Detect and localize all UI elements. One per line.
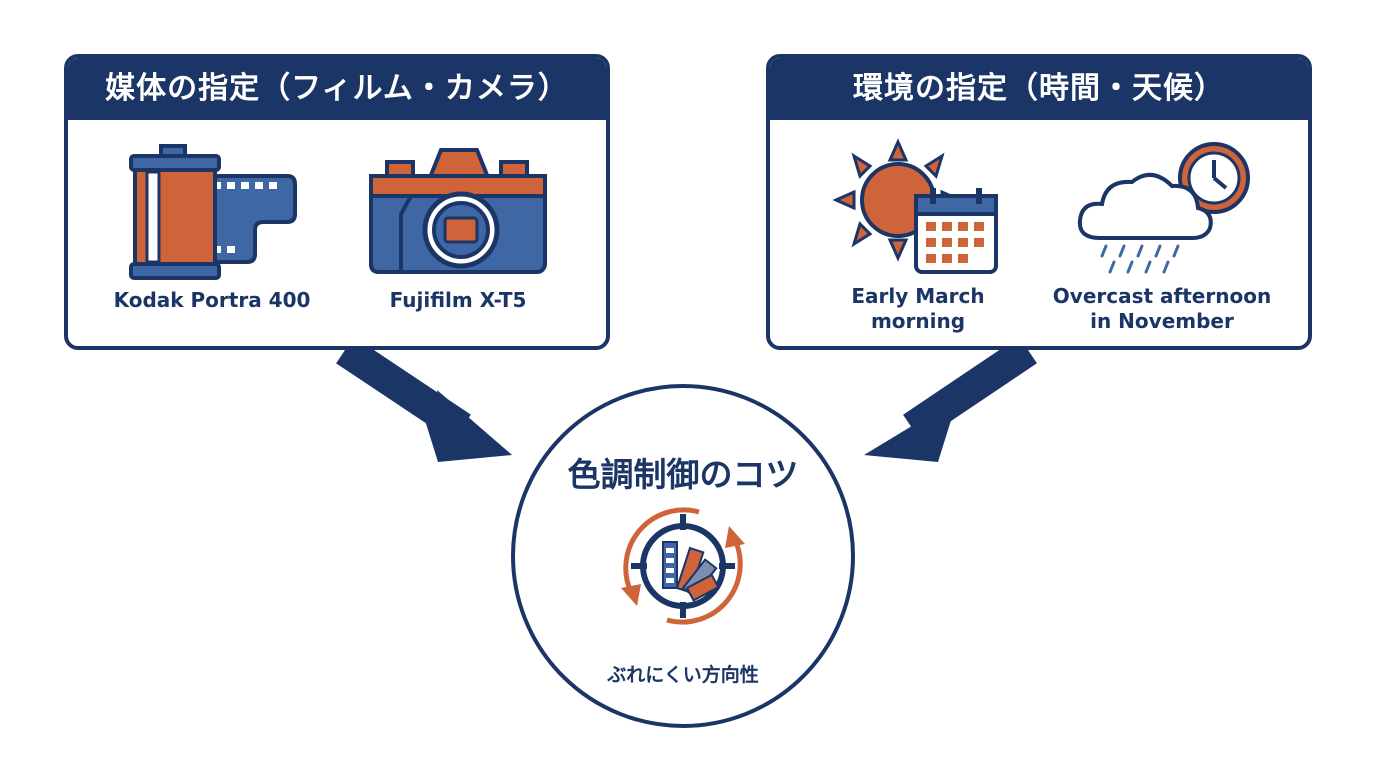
sun-calendar-icon (832, 138, 998, 274)
hub-circle: 色調制御のコツ ぶれにくい方向性 (511, 384, 855, 728)
media-item-camera: Fujifilm X-T5 (358, 142, 558, 313)
film-canister-icon (129, 144, 297, 280)
env-item-overcast: Overcast afternoon in November (1052, 138, 1272, 334)
arrow-env-to-hub (864, 336, 1037, 462)
media-panel: 媒体の指定（フィルム・カメラ） Kodak Portra 400 (64, 54, 610, 350)
rain-cloud-clock-icon (1077, 142, 1250, 274)
film-label: Kodak Portra 400 (113, 288, 311, 312)
arrow-media-to-hub (336, 336, 512, 462)
color-swatch-target-icon (621, 507, 745, 625)
hub-subtitle: ぶれにくい方向性 (607, 664, 759, 686)
media-item-film: Kodak Portra 400 (112, 142, 312, 313)
morning-label-line2: morning (870, 309, 966, 333)
overcast-label-line1: Overcast afternoon (1052, 284, 1272, 308)
overcast-label-line2: in November (1090, 309, 1234, 333)
morning-label-line1: Early March (851, 284, 985, 308)
environment-panel: 環境の指定（時間・天候） (766, 54, 1312, 350)
camera-label: Fujifilm X-T5 (389, 288, 527, 312)
env-item-morning: Early March morning (818, 138, 1018, 334)
environment-panel-title: 環境の指定（時間・天候） (770, 58, 1308, 120)
media-panel-title: 媒体の指定（フィルム・カメラ） (68, 58, 606, 120)
hub-title: 色調制御のコツ (567, 455, 799, 494)
camera-icon (369, 148, 547, 274)
